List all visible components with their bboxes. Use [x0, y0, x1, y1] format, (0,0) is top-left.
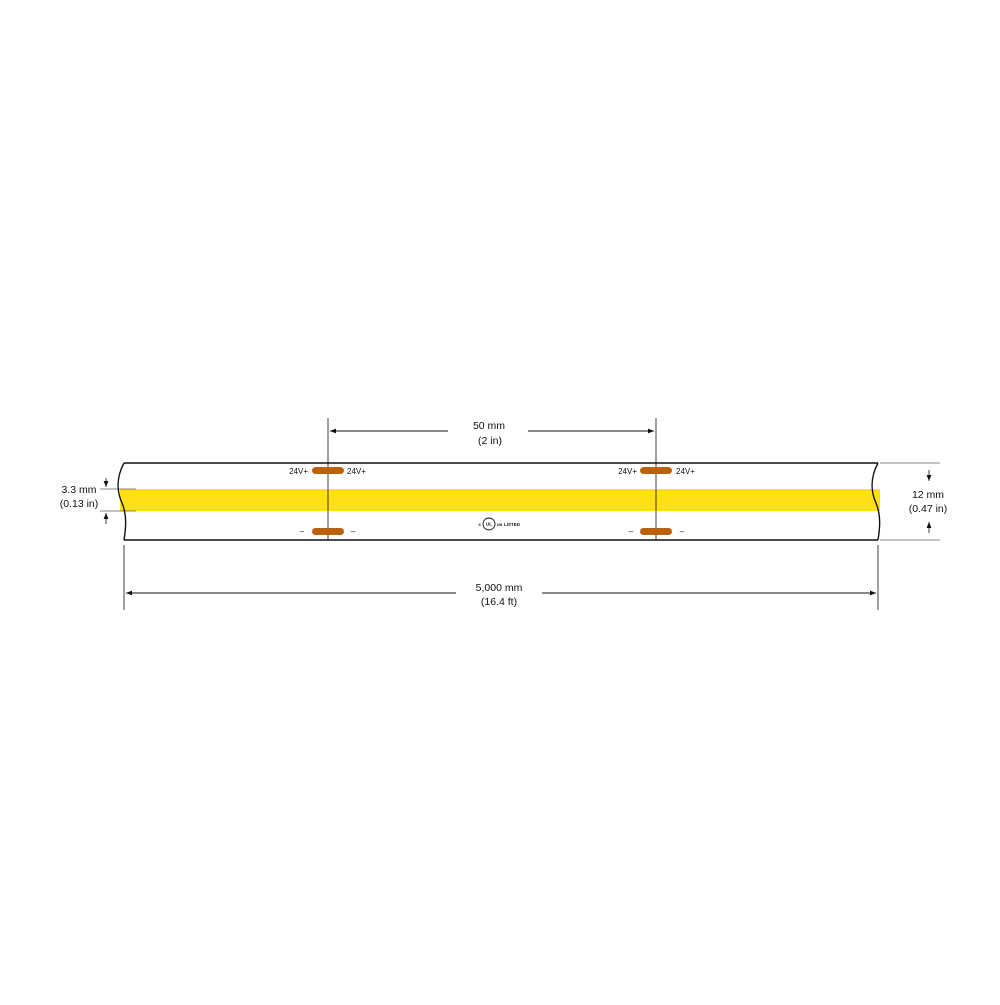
pad-label-negative-4: – [680, 527, 685, 536]
length-dim-secondary: (16.4 ft) [481, 596, 517, 608]
pad-label-positive-1: 24V+ [289, 467, 308, 476]
ul-mark-ul: UL [486, 522, 492, 527]
spacing-dim-secondary: (2 in) [478, 435, 502, 447]
solder-pad-positive-right [640, 467, 672, 474]
pad-label-positive-3: 24V+ [618, 467, 637, 476]
solder-pad-negative-left [312, 528, 344, 535]
pad-label-negative-1: – [300, 527, 305, 536]
pad-label-negative-2: – [351, 527, 356, 536]
solder-pad-negative-right [640, 528, 672, 535]
ul-mark-circle [482, 517, 496, 531]
pad-label-positive-4: 24V+ [676, 467, 695, 476]
pad-label-positive-2: 24V+ [347, 467, 366, 476]
width-dim-primary: 12 mm [912, 489, 944, 501]
width-dim-secondary: (0.47 in) [909, 503, 948, 515]
ul-mark-us: us [497, 522, 503, 527]
band-dim-secondary: (0.13 in) [60, 498, 99, 510]
ul-mark-listed: LISTED [504, 522, 521, 527]
strip-left-end [117, 462, 127, 541]
spacing-dim-primary: 50 mm [473, 420, 505, 432]
length-dim-primary: 5,000 mm [476, 582, 523, 594]
band-dim-primary: 3.3 mm [61, 484, 96, 496]
solder-pad-positive-left [312, 467, 344, 474]
strip-right-end [871, 462, 881, 541]
led-band [120, 489, 880, 511]
pad-label-negative-3: – [629, 527, 634, 536]
ul-mark-c: c [478, 522, 481, 527]
ul-certification-mark: c UL us LISTED [478, 517, 521, 531]
